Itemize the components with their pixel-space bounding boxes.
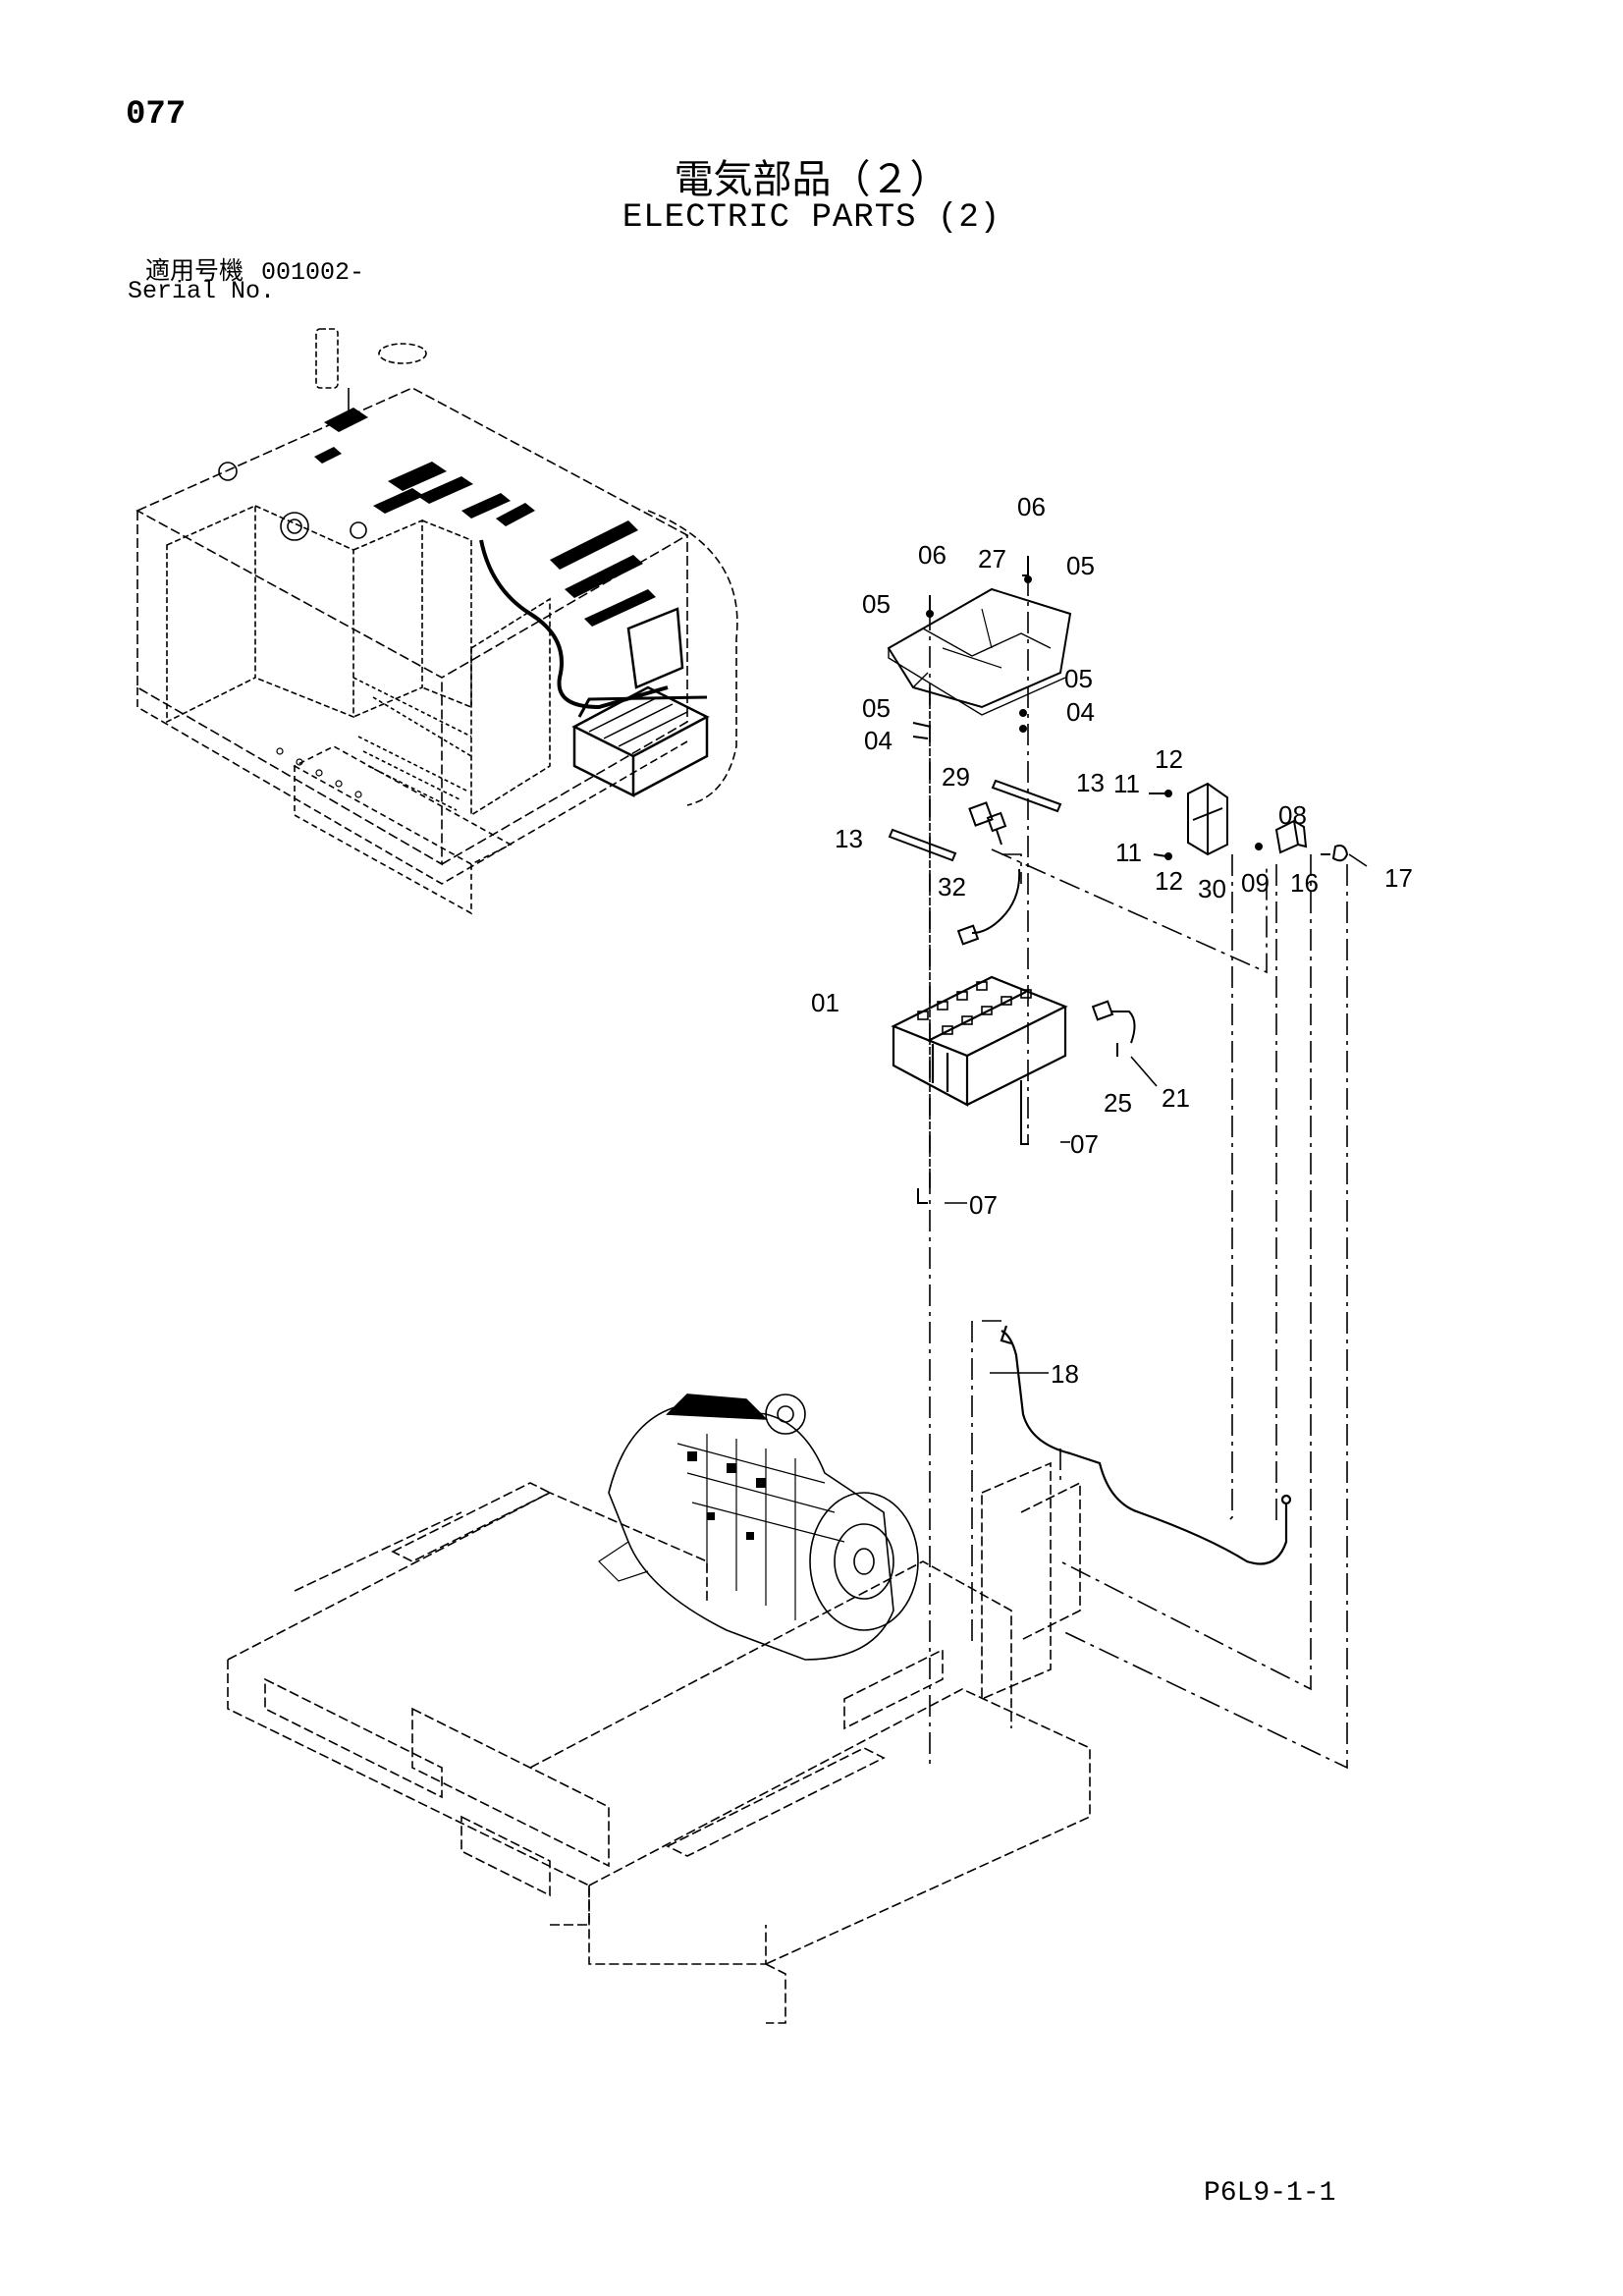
page-number: 077 [126,96,187,134]
routing-guide-lines [929,574,1348,1770]
switch-assembly [1255,819,1349,862]
callout-12-bottom: 12 [1155,866,1183,896]
callout-05-right: 05 [1064,664,1093,693]
battery-hold-bars [888,779,1062,862]
serial-label-jp-text: 適用号機 [145,256,244,285]
callout-17: 17 [1384,863,1413,893]
battery-01 [891,975,1068,1107]
callout-06: 06 [918,540,947,570]
callout-32: 32 [938,872,966,902]
callout-21: 21 [1162,1083,1190,1113]
callout-13-left: 13 [835,824,863,853]
callout-12-top: 12 [1155,744,1183,774]
lower-frame-illustration [227,1461,1091,2024]
callout-11-bottom: 11 [1115,838,1142,867]
callout-13-right: 13 [1076,768,1105,797]
callout-27: 27 [978,544,1006,574]
callout-04-right: 04 [1066,697,1095,727]
callout-29: 29 [942,762,970,792]
callout-09: 09 [1241,868,1270,898]
callout-08: 08 [1278,800,1307,830]
serial-label-japanese: 適用号機 001002- [145,251,364,287]
serial-range: 001002- [260,258,364,287]
callout-01: 01 [811,988,839,1017]
page-title-english: ELECTRIC PARTS (2) [622,199,1001,237]
callout-06-top: 06 [1017,492,1046,521]
callout-07-right: 07 [1070,1129,1099,1159]
serial-label-english: Serial No. [128,277,276,305]
battery-cover-illustration [887,587,1072,716]
callout-05-left-top: 05 [862,589,891,619]
callout-16: 16 [1290,868,1319,898]
relay-29 [968,801,1007,846]
callout-04-left: 04 [864,726,893,755]
bracket-30 [1149,782,1228,860]
callout-11-top: 11 [1113,769,1140,798]
engine-illustration [598,1394,919,1661]
page-title-japanese: 電気部品（２） [674,157,949,202]
cable-32 [956,868,1021,946]
cable-18 [1000,1325,1292,1565]
ground-straps [917,1080,1029,1204]
callout-05-right-top: 05 [1066,551,1095,580]
callout-07-left: 07 [969,1190,998,1220]
cable-21 [1091,1000,1136,1057]
callout-18: 18 [1051,1359,1079,1389]
callout-05-left: 05 [862,693,891,723]
callout-30: 30 [1198,874,1226,903]
callout-25: 25 [1104,1088,1132,1118]
upper-body-illustration [135,328,738,915]
figure-code: P6L9-1-1 [1204,2178,1336,2209]
